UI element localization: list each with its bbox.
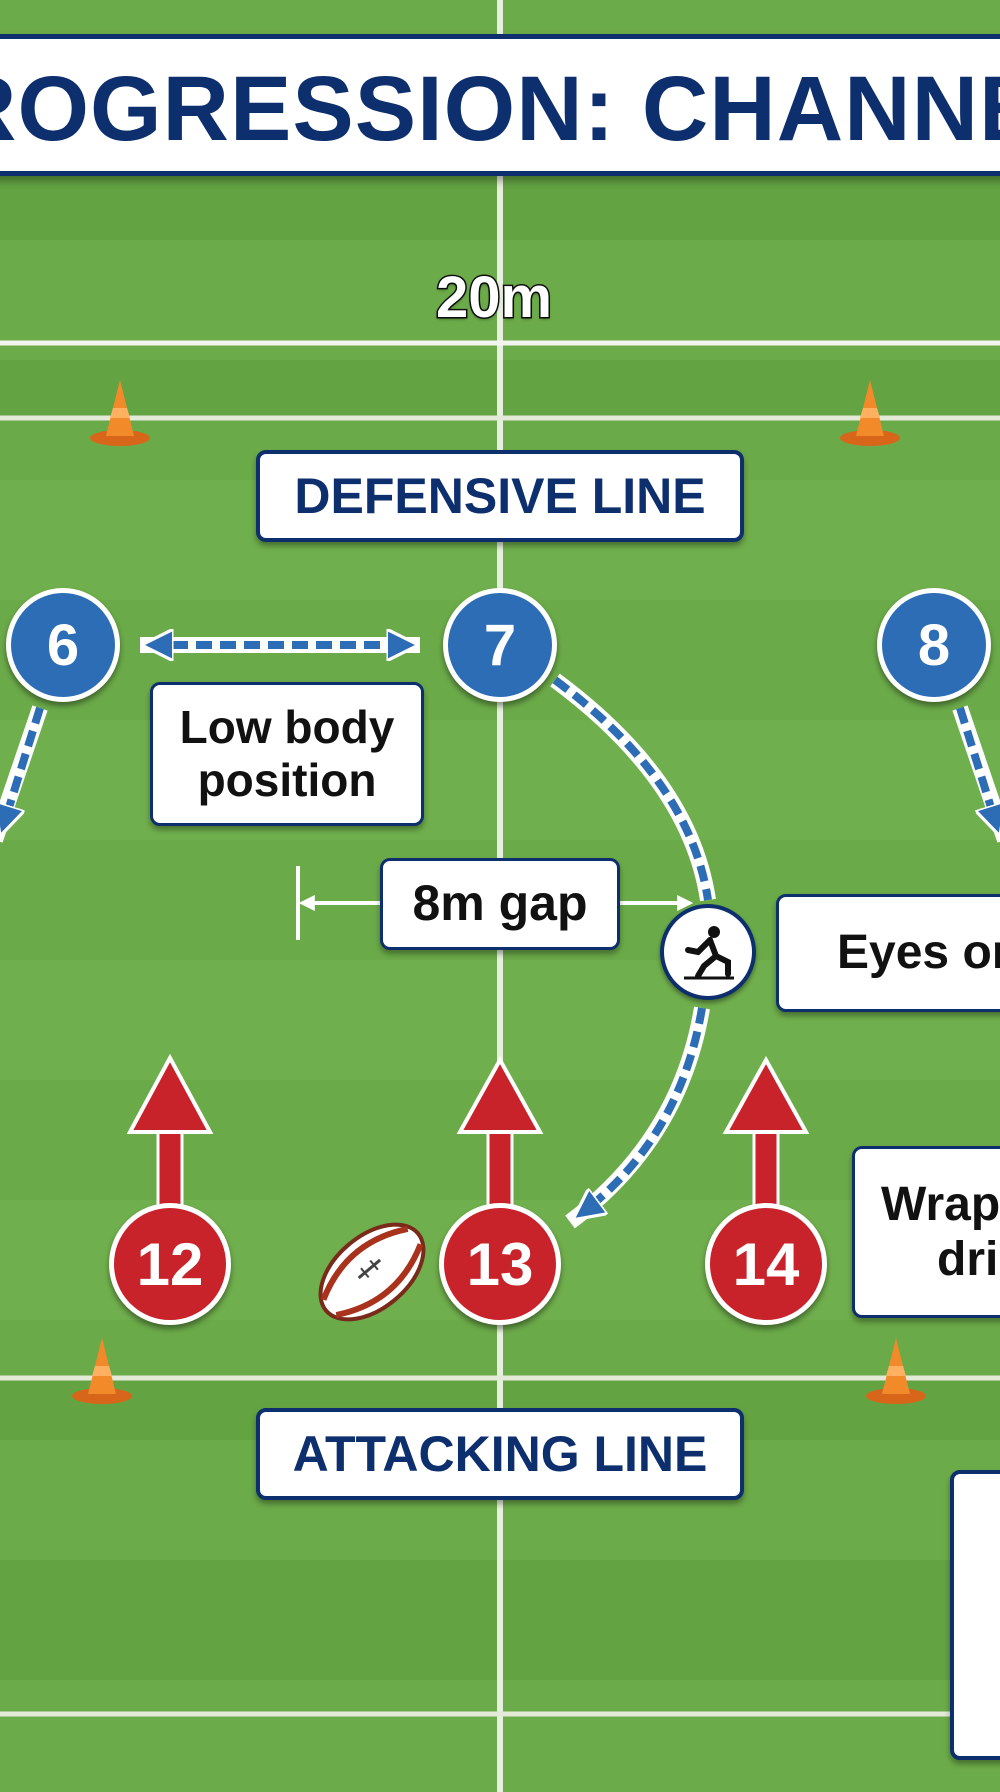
page-title: ROGRESSION: CHANNEL [0, 58, 1000, 160]
run-arrow [722, 1055, 810, 1208]
tackle-figure [684, 926, 734, 980]
gap-label: 8m gap [380, 858, 620, 950]
wrap-note-line1: Wrap [881, 1177, 1000, 1231]
cone-icon [866, 1338, 926, 1404]
title-banner: ROGRESSION: CHANNEL [0, 34, 1000, 176]
run-arrow [126, 1053, 214, 1208]
tackle-icon [660, 904, 756, 1000]
rugby-ball-icon [318, 1222, 426, 1322]
low-body-note-line2: position [197, 754, 377, 806]
low-body-note-line1: Low body [179, 701, 395, 754]
defender-7: 7 [443, 588, 557, 702]
drift-arrow-8 [956, 706, 1000, 830]
tackle-path-lower [578, 1007, 706, 1216]
wrap-note-line2: dri [937, 1233, 999, 1286]
attacking-line-label: ATTACKING LINE [256, 1408, 744, 1500]
low-body-note: Low body position [150, 682, 424, 826]
drift-arrow-6 [0, 706, 44, 830]
defensive-line-label: DEFENSIVE LINE [256, 450, 744, 542]
attacker-14: 14 [705, 1203, 827, 1325]
wrap-note: Wrap dri [852, 1146, 1000, 1318]
eyes-on-note: Eyes on [776, 894, 1000, 1012]
cone-icon [840, 380, 900, 446]
legend [950, 1470, 1000, 1760]
distance-label: 20m [434, 264, 553, 332]
defender-8: 8 [877, 588, 991, 702]
tackle-path-upper [552, 676, 712, 901]
attacker-12: 12 [109, 1203, 231, 1325]
attacker-13: 13 [439, 1203, 561, 1325]
cone-icon [90, 380, 150, 446]
defender-6: 6 [6, 588, 120, 702]
cone-icon [72, 1338, 132, 1404]
